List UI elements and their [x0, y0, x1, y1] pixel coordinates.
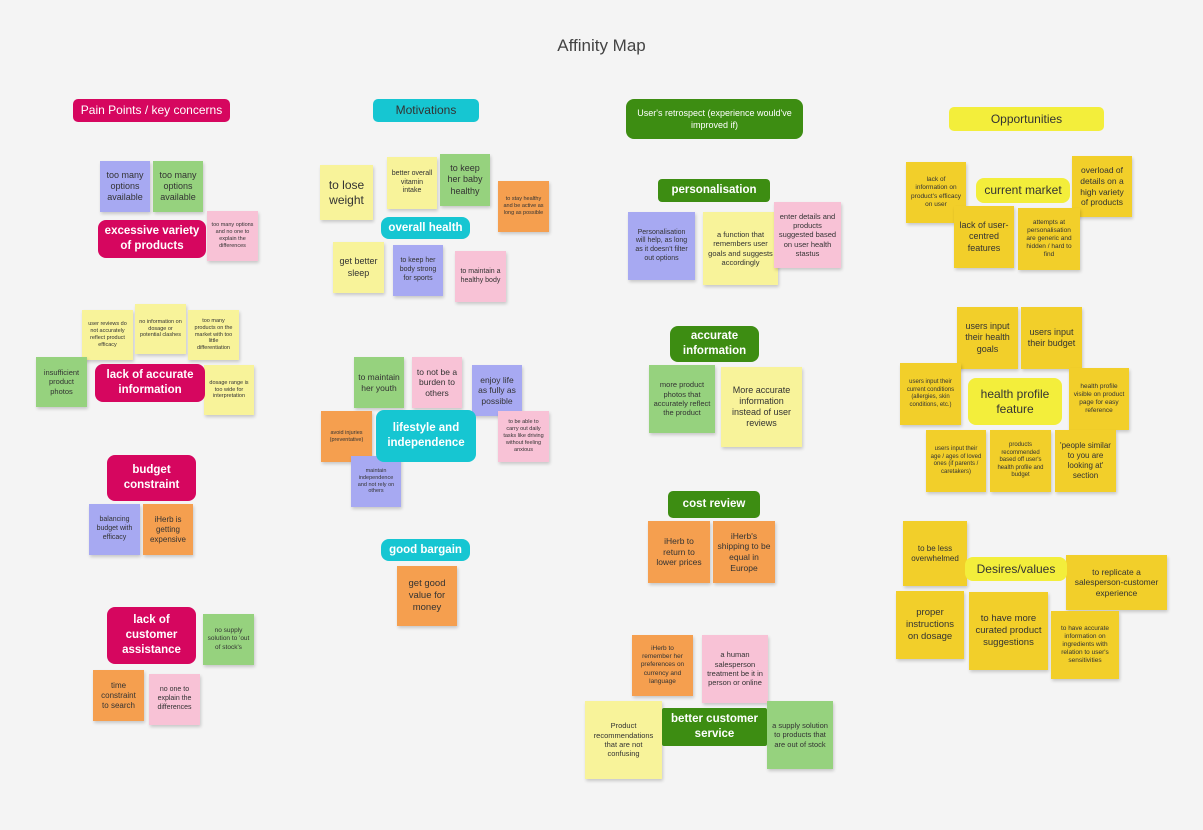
sticky-note: to not be a burden to others	[412, 357, 462, 408]
sticky-note: maintain independence and not rely on ot…	[351, 456, 401, 507]
sticky-note: to keep her body strong for sports	[393, 245, 443, 296]
sticky-note: dosage range is too wide for interpretat…	[204, 365, 254, 415]
sticky-note: too many options and no one to explain t…	[207, 211, 258, 261]
sticky-note: attempts at personalisation are generic …	[1018, 208, 1080, 270]
sticky-note: health profile visible on product page f…	[1069, 368, 1129, 430]
sticky-note: More accurate information instead of use…	[721, 367, 802, 447]
cluster-tag-better-customer-service: better customer service	[662, 708, 767, 746]
sticky-note: to have accurate information on ingredie…	[1051, 611, 1119, 679]
sticky-note: to replicate a salesperson-customer expe…	[1066, 555, 1167, 610]
sticky-note: user reviews do not accurately reflect p…	[82, 310, 133, 360]
sticky-note: to stay healthy and be active as long as…	[498, 181, 549, 232]
cluster-tag-accurate-information: lack of accurate information	[95, 364, 205, 402]
sticky-note: avoid injuries (preventative)	[321, 411, 372, 462]
page-title: Affinity Map	[557, 36, 646, 55]
cluster-tag-lifestyle: lifestyle and independence	[376, 410, 476, 462]
sticky-note: enjoy life as fully as possible	[472, 365, 522, 416]
cluster-tag-accurate-information-retrospect: accurate information	[670, 326, 759, 362]
sticky-note: balancing budget with efficacy	[89, 504, 140, 555]
sticky-note: no supply solution to 'out of stock's	[203, 614, 254, 665]
sticky-note: too many options available	[100, 161, 150, 212]
sticky-note: lack of information on product's efficac…	[906, 162, 966, 223]
sticky-note: to be able to carry out daily tasks like…	[498, 411, 549, 462]
sticky-note: better overall vitamin intake	[387, 157, 437, 209]
sticky-note: a function that remembers user goals and…	[703, 212, 778, 285]
cluster-tag-health-profile: health profile feature	[968, 378, 1062, 425]
sticky-note: lack of user-centred features	[954, 206, 1014, 268]
cluster-tag-good-bargain: good bargain	[381, 539, 470, 561]
cluster-tag-customer-assistance: lack of customer assistance	[107, 607, 196, 664]
sticky-note: users input their budget	[1021, 307, 1082, 369]
cluster-tag-desires-values: Desires/values	[965, 557, 1067, 581]
cluster-tag-personalisation: personalisation	[658, 179, 770, 202]
cluster-tag-excessive-variety: excessive variety of products	[98, 220, 206, 258]
sticky-note: iHerb's shipping to be equal in Europe	[713, 521, 775, 583]
sticky-note: products recommended based off user's he…	[990, 430, 1051, 492]
cluster-tag-current-market: current market	[976, 178, 1070, 203]
sticky-note: proper instructions on dosage	[896, 591, 964, 659]
column-header-pain-points: Pain Points / key concerns	[73, 99, 230, 122]
sticky-note: users input their age / ages of loved on…	[926, 430, 986, 492]
sticky-note: insufficient product photos	[36, 357, 87, 407]
sticky-note: enter details and products suggested bas…	[774, 202, 841, 268]
cluster-tag-overall-health: overall health	[381, 217, 470, 239]
sticky-note: a human salesperson treatment be it in p…	[702, 635, 768, 703]
sticky-note: Product recommendations that are not con…	[585, 701, 662, 779]
sticky-note: to have more curated product suggestions	[969, 592, 1048, 670]
sticky-note: Personalisation will help, as long as it…	[628, 212, 695, 280]
column-header-motivations: Motivations	[373, 99, 479, 122]
sticky-note: iHerb to remember her preferences on cur…	[632, 635, 693, 696]
sticky-note: 'people similar to you are looking at' s…	[1055, 430, 1116, 492]
column-header-retrospect: User's retrospect (experience would've i…	[626, 99, 803, 139]
sticky-note: to lose weight	[320, 165, 373, 220]
sticky-note: to maintain her youth	[354, 357, 404, 408]
sticky-note: too many options available	[153, 161, 203, 212]
sticky-note: a supply solution to products that are o…	[767, 701, 833, 769]
sticky-note: iHerb is getting expensive	[143, 504, 193, 555]
sticky-note: time constraint to search	[93, 670, 144, 721]
cluster-tag-cost-review: cost review	[668, 491, 760, 518]
sticky-note: no one to explain the differences	[149, 674, 200, 725]
sticky-note: overload of details on a high variety of…	[1072, 156, 1132, 217]
sticky-note: users input their health goals	[957, 307, 1018, 369]
sticky-note: to be less overwhelmed	[903, 521, 967, 586]
sticky-note: more product photos that accurately refl…	[649, 365, 715, 433]
sticky-note: users input their current conditions (al…	[900, 363, 961, 425]
sticky-note: iHerb to return to lower prices	[648, 521, 710, 583]
cluster-tag-budget: budget constraint	[107, 455, 196, 501]
sticky-note: get better sleep	[333, 242, 384, 293]
sticky-note: too many products on the market with too…	[188, 310, 239, 360]
sticky-note: to maintain a healthy body	[455, 251, 506, 302]
column-header-opportunities: Opportunities	[949, 107, 1104, 131]
sticky-note: get good value for money	[397, 566, 457, 626]
sticky-note: no information on dosage or potential cl…	[135, 304, 186, 354]
sticky-note: to keep her baby healthy	[440, 154, 490, 206]
